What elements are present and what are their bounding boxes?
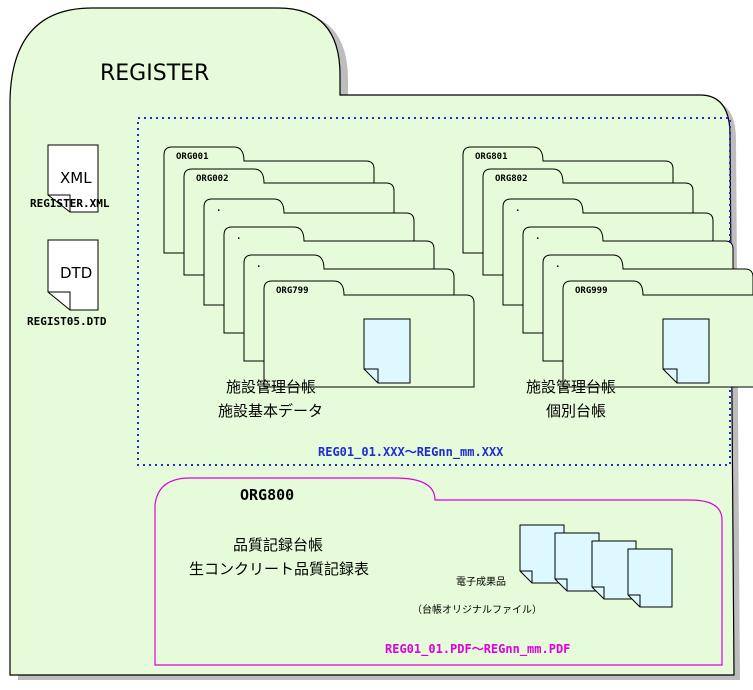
deliverable-doc-fold	[520, 570, 533, 583]
left-folder-label: ORG799	[276, 286, 309, 296]
right-folder-label: ORG802	[495, 174, 528, 184]
right-folder-6[interactable]: ORG999	[562, 280, 753, 388]
xml-icon-label: XML	[60, 169, 92, 187]
left-document-icon	[363, 318, 411, 384]
right-folder-label: .	[515, 204, 520, 214]
right-folder-label: .	[555, 260, 560, 270]
left-folder-label: .	[216, 204, 221, 214]
org800-folder[interactable]: ORG800 品質記録台帳 生コンクリート品質記録表 電子成果品 （台帳オリジナ…	[154, 477, 723, 666]
deliverable-doc-stack	[519, 524, 673, 608]
org800-line2: 生コンクリート品質記録表	[189, 560, 369, 578]
deliverable-doc-fold	[628, 594, 641, 607]
right-folder-label: ORG999	[575, 286, 608, 296]
pdf-range-label: REG01_01.PDF～REGnn_mm.PDF	[385, 642, 570, 657]
deliverable-doc-fold	[555, 578, 568, 591]
register-title: REGISTER	[100, 61, 209, 86]
right-folder-label: .	[535, 232, 540, 242]
left-caption-line2: 施設基本データ	[218, 402, 323, 420]
left-folder-label: ORG001	[176, 152, 209, 162]
deliverable-doc-3	[591, 540, 637, 600]
org800-folder-body	[154, 477, 723, 666]
left-folder-label: ORG002	[196, 174, 229, 184]
dtd-file[interactable]: DTD REGIST05.DTD	[27, 239, 107, 328]
org800-title: ORG800	[240, 486, 294, 504]
xml-file[interactable]: XML REGISTER.XML	[30, 144, 110, 213]
right-caption-line2: 個別台帳	[546, 402, 606, 420]
deliverable-label: 電子成果品	[456, 576, 506, 588]
org800-line1: 品質記録台帳	[233, 536, 323, 554]
left-caption-line1: 施設管理台帳	[226, 378, 316, 396]
right-document-icon	[662, 318, 710, 384]
deliverable-doc-fold	[592, 586, 605, 599]
left-folder-label: .	[256, 260, 261, 270]
dtd-icon-label: DTD	[60, 264, 92, 282]
left-folder-label: .	[236, 232, 241, 242]
deliverable-doc-2	[554, 532, 600, 592]
deliverable-doc-4	[627, 548, 673, 608]
right-caption-line1: 施設管理台帳	[526, 378, 616, 396]
deliverable-doc-1	[519, 524, 565, 584]
org-group-box	[137, 117, 731, 466]
left-document-fold	[364, 368, 379, 383]
deliverable-note: （台帳オリジナルファイル）	[412, 603, 542, 616]
right-folder-label: ORG801	[475, 152, 508, 162]
xxx-range-label: REG01_01.XXX～REGnn_mm.XXX	[318, 445, 504, 460]
dtd-fold-corner	[48, 291, 71, 310]
xml-fold-corner	[48, 194, 71, 212]
dtd-filename: REGIST05.DTD	[27, 315, 107, 328]
right-folder-shape	[562, 280, 753, 388]
right-document-fold	[663, 368, 678, 383]
xml-filename: REGISTER.XML	[30, 197, 110, 210]
